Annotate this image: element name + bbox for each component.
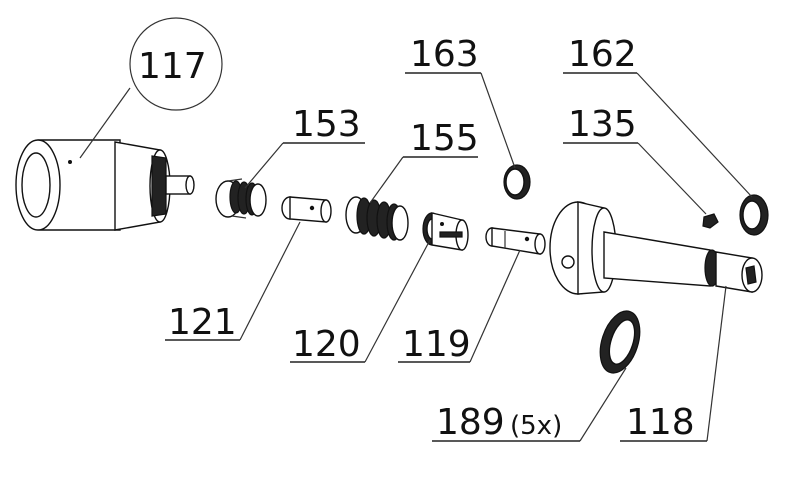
part-162-ring <box>739 194 769 236</box>
part-135-nut <box>702 213 719 229</box>
label-189: 189 <box>436 402 505 443</box>
leader-lines <box>79 72 753 442</box>
part-155-spring <box>345 196 409 241</box>
label-162: 162 <box>568 34 637 75</box>
part-119-pin <box>485 227 546 255</box>
label-189-quantity: (5x) <box>510 411 562 441</box>
label-117: 117 <box>138 46 207 87</box>
part-121-pin <box>281 196 332 223</box>
part-163-ring <box>503 164 531 200</box>
part-189-seal <box>599 310 641 374</box>
label-121: 121 <box>168 302 237 343</box>
part-117-housing <box>15 139 195 231</box>
part-153-spring <box>215 178 267 219</box>
label-163: 163 <box>410 34 479 75</box>
label-155: 155 <box>410 118 479 159</box>
part-118-shaft <box>549 201 763 295</box>
label-118: 118 <box>626 402 695 443</box>
label-135: 135 <box>568 104 637 145</box>
callout-circle-117 <box>129 17 223 111</box>
part-120-slotted-piston <box>422 212 469 251</box>
label-119: 119 <box>402 324 471 365</box>
label-153: 153 <box>292 104 361 145</box>
label-120: 120 <box>292 324 361 365</box>
